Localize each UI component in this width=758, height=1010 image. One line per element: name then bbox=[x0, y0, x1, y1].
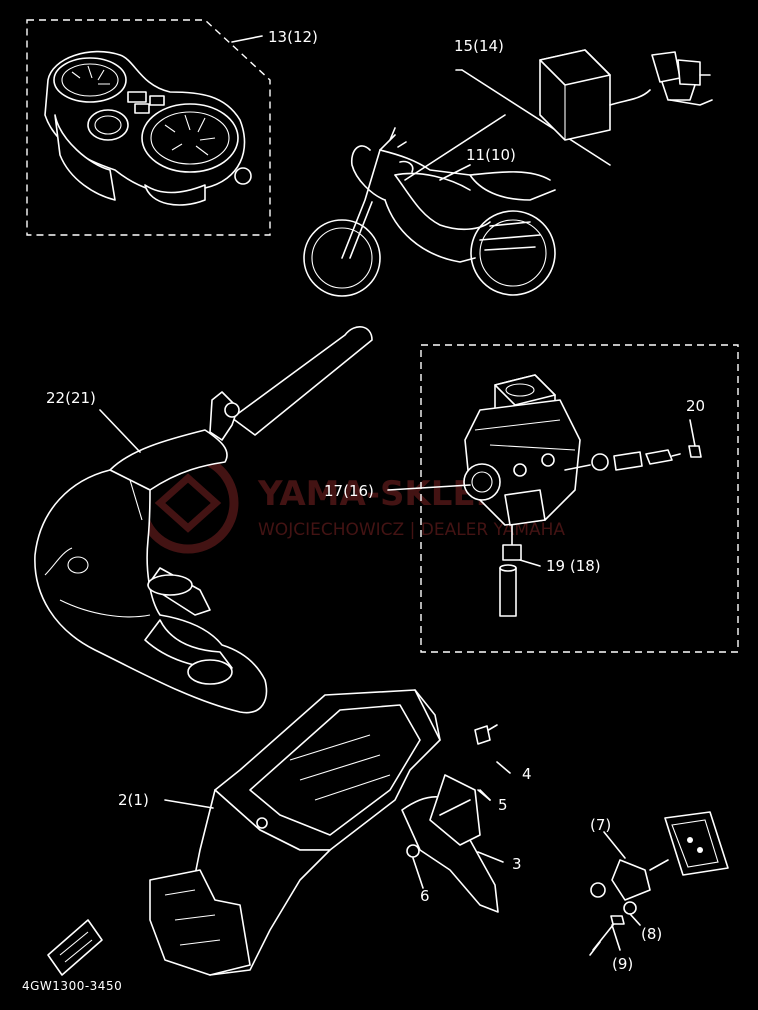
callout-20: 20 bbox=[686, 397, 705, 415]
callout-5: 5 bbox=[498, 796, 508, 814]
caution-label-illustration bbox=[47, 919, 103, 976]
callout-17: 17(16) bbox=[324, 482, 374, 500]
callout-19: 19 (18) bbox=[546, 557, 601, 575]
callout-11: 11(10) bbox=[466, 146, 516, 164]
watermark-subtitle: WOJCIECHOWICZ | DEALER YAMAHA bbox=[258, 520, 565, 540]
callout-8: (8) bbox=[641, 925, 662, 943]
diagram-code: 4GW1300-3450 bbox=[22, 979, 122, 993]
carburetor-group bbox=[420, 344, 739, 653]
callout-2: 2(1) bbox=[118, 791, 149, 809]
callout-15: 15(14) bbox=[454, 37, 504, 55]
callout-3: 3 bbox=[512, 855, 522, 873]
callout-6: 6 bbox=[420, 887, 430, 905]
rectifier-unit-illustration bbox=[461, 49, 713, 166]
license-light-illustration bbox=[589, 811, 729, 956]
carburetor-illustration bbox=[463, 374, 702, 617]
callout-13: 13(12) bbox=[268, 28, 318, 46]
callout-4: 4 bbox=[522, 765, 532, 783]
rear-fender-illustration bbox=[149, 689, 499, 976]
callout-labels: 13(12) 15(14) 11(10) 22(21) 20 17(16) 19… bbox=[22, 28, 705, 993]
callout-7: (7) bbox=[590, 816, 611, 834]
meter-assembly-illustration bbox=[44, 50, 252, 206]
exhaust-pipe-illustration bbox=[34, 326, 373, 714]
leader-lines bbox=[99, 69, 696, 951]
meter-assembly-group bbox=[26, 19, 271, 236]
callout-9: (9) bbox=[612, 955, 633, 973]
motorcycle-illustration bbox=[303, 114, 556, 297]
callout-22: 22(21) bbox=[46, 389, 96, 407]
